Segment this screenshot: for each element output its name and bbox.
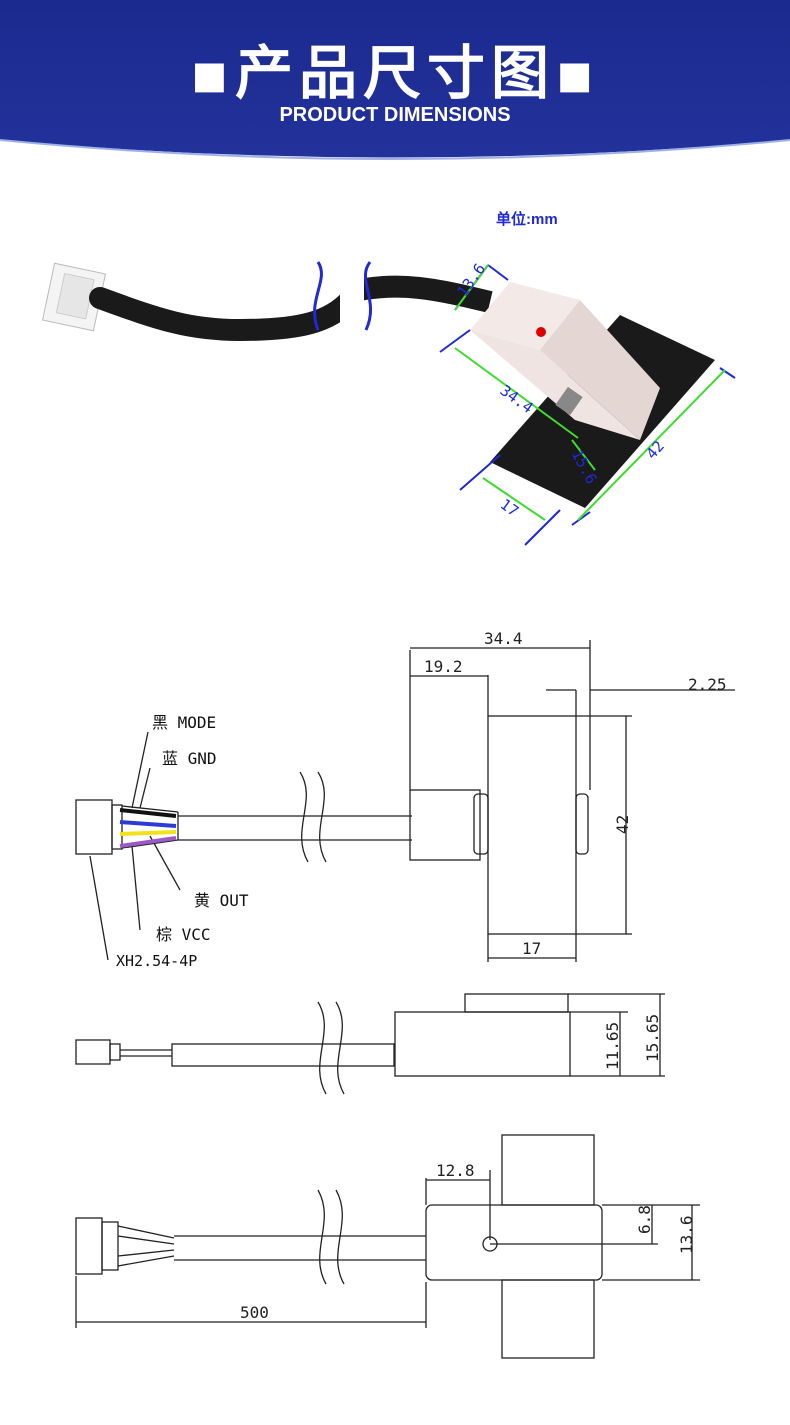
wire-label-vcc: 棕 VCC (156, 925, 211, 944)
dim-13-6: 13.6 (677, 1215, 696, 1254)
dim-11-65: 11.65 (603, 1022, 622, 1070)
dim-12-8: 12.8 (436, 1161, 475, 1180)
connector-plug (41, 262, 107, 332)
dim-42: 42 (613, 815, 632, 834)
product-photo: 13.6 34.4 42 15.6 17 (41, 260, 736, 546)
photo-dim-34-4: 34.4 (497, 381, 537, 417)
dim-6-8: 6.8 (635, 1205, 654, 1234)
header-banner (0, 0, 790, 160)
page-subtitle: PRODUCT DIMENSIONS (279, 104, 511, 126)
page-title: ▪产品尺寸图▪ (189, 39, 601, 107)
wire-label-out: 黄 OUT (194, 891, 249, 910)
dim-17: 17 (522, 939, 541, 958)
unit-label: 单位:mm (496, 211, 558, 228)
connector-label: XH2.54-4P (116, 952, 197, 970)
dim-2-25: 2.25 (688, 675, 727, 694)
dim-15-65: 15.65 (643, 1014, 662, 1062)
dim-19-2: 19.2 (424, 657, 463, 676)
dim-34-4: 34.4 (484, 629, 523, 648)
wire-label-gnd: 蓝 GND (162, 749, 217, 768)
photo-dim-42: 42 (642, 437, 667, 462)
cable (89, 287, 361, 342)
photo-dim-17: 17 (497, 495, 522, 520)
technical-drawing: 黑 MODE 蓝 GND 黄 OUT 棕 VCC XH2.54-4P 34.4 … (75, 629, 735, 1359)
wire-label-mode: 黑 MODE (152, 713, 216, 732)
dim-500: 500 (240, 1303, 269, 1322)
sensor-housing (470, 282, 660, 440)
